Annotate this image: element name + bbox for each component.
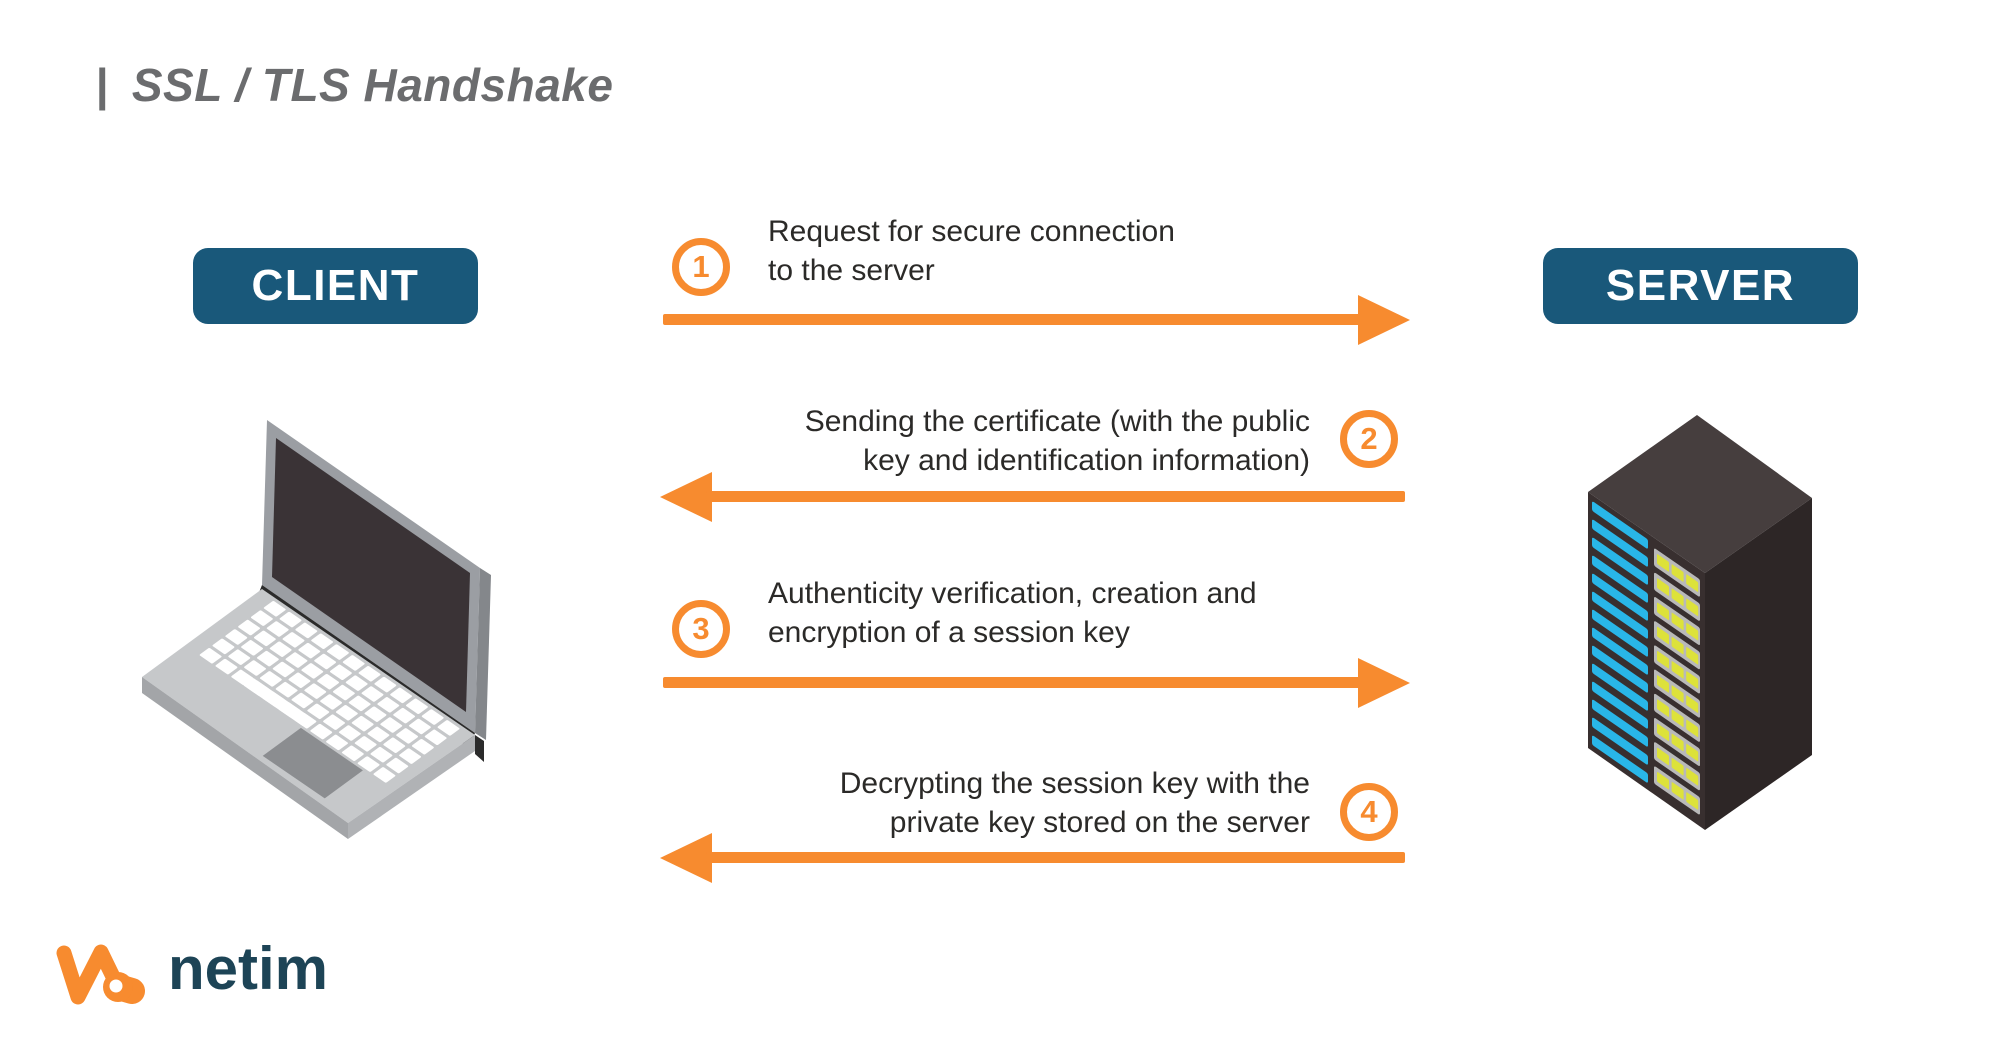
step-4-number-circle: 4: [1340, 783, 1398, 841]
laptop-icon: [142, 420, 491, 839]
step-4-line-2: private key stored on the server: [889, 806, 1310, 839]
laptop-lid-edge: [475, 568, 491, 740]
step-3-arrow-head-right: [1358, 658, 1410, 708]
step-4-number: 4: [1360, 794, 1378, 829]
netim-logo-w-stroke: [56, 944, 126, 1005]
step-3-line-2: encryption of a session key: [768, 616, 1130, 649]
step-2-line-1: Sending the certificate (with the public: [804, 405, 1310, 438]
step-3-number: 3: [692, 611, 710, 646]
server-badge: SERVER: [1543, 248, 1858, 324]
step-4-arrow-shaft: [706, 852, 1405, 863]
step-1-number: 1: [692, 249, 710, 284]
step-1-arrow-head-right: [1358, 295, 1410, 345]
server-vent-stripes: [1592, 501, 1648, 783]
step-2-text: Sending the certificate (with the public…: [610, 402, 1310, 480]
server-drive-bays: [1654, 548, 1700, 815]
step-1-line-1: Request for secure connection: [768, 215, 1175, 248]
step-1-text: Request for secure connection to the ser…: [768, 212, 1175, 290]
step-2-number: 2: [1360, 421, 1378, 456]
server-right-face: [1705, 498, 1812, 830]
server-rack-icon: [1588, 415, 1812, 830]
laptop-screen: [272, 438, 470, 712]
step-3-arrow-shaft: [663, 677, 1364, 688]
step-4-text: Decrypting the session key with the priv…: [610, 764, 1310, 842]
page-title: | SSL / TLS Handshake: [95, 56, 613, 114]
laptop-front-edge: [142, 677, 348, 839]
step-2-arrow-head-left: [660, 472, 712, 522]
step-4-line-1: Decrypting the session key with the: [839, 767, 1310, 800]
step-1-arrow-shaft: [663, 314, 1364, 325]
client-badge: CLIENT: [193, 248, 478, 324]
laptop-right-edge: [348, 735, 475, 839]
laptop-keyboard: [199, 601, 460, 783]
laptop-foot: [475, 735, 484, 762]
netim-logo-mark: [56, 944, 145, 1005]
step-2-line-2: key and identification information): [863, 444, 1310, 477]
netim-wordmark: netim: [168, 935, 329, 1002]
title-bullet-bar: |: [95, 59, 108, 111]
page-title-text: SSL / TLS Handshake: [131, 59, 614, 111]
step-2-arrow-shaft: [706, 491, 1405, 502]
server-top-face: [1588, 415, 1812, 573]
step-3-number-circle: 3: [672, 600, 730, 658]
step-1-line-2: to the server: [768, 254, 935, 287]
step-2-number-circle: 2: [1340, 410, 1398, 468]
netim-logo-ring-hole: [109, 979, 123, 993]
step-1-number-circle: 1: [672, 238, 730, 296]
laptop-touchpad: [262, 727, 363, 799]
step-4-arrow-head-left: [660, 833, 712, 883]
step-3-text: Authenticity verification, creation and …: [768, 574, 1257, 652]
step-3-line-1: Authenticity verification, creation and: [768, 577, 1257, 610]
